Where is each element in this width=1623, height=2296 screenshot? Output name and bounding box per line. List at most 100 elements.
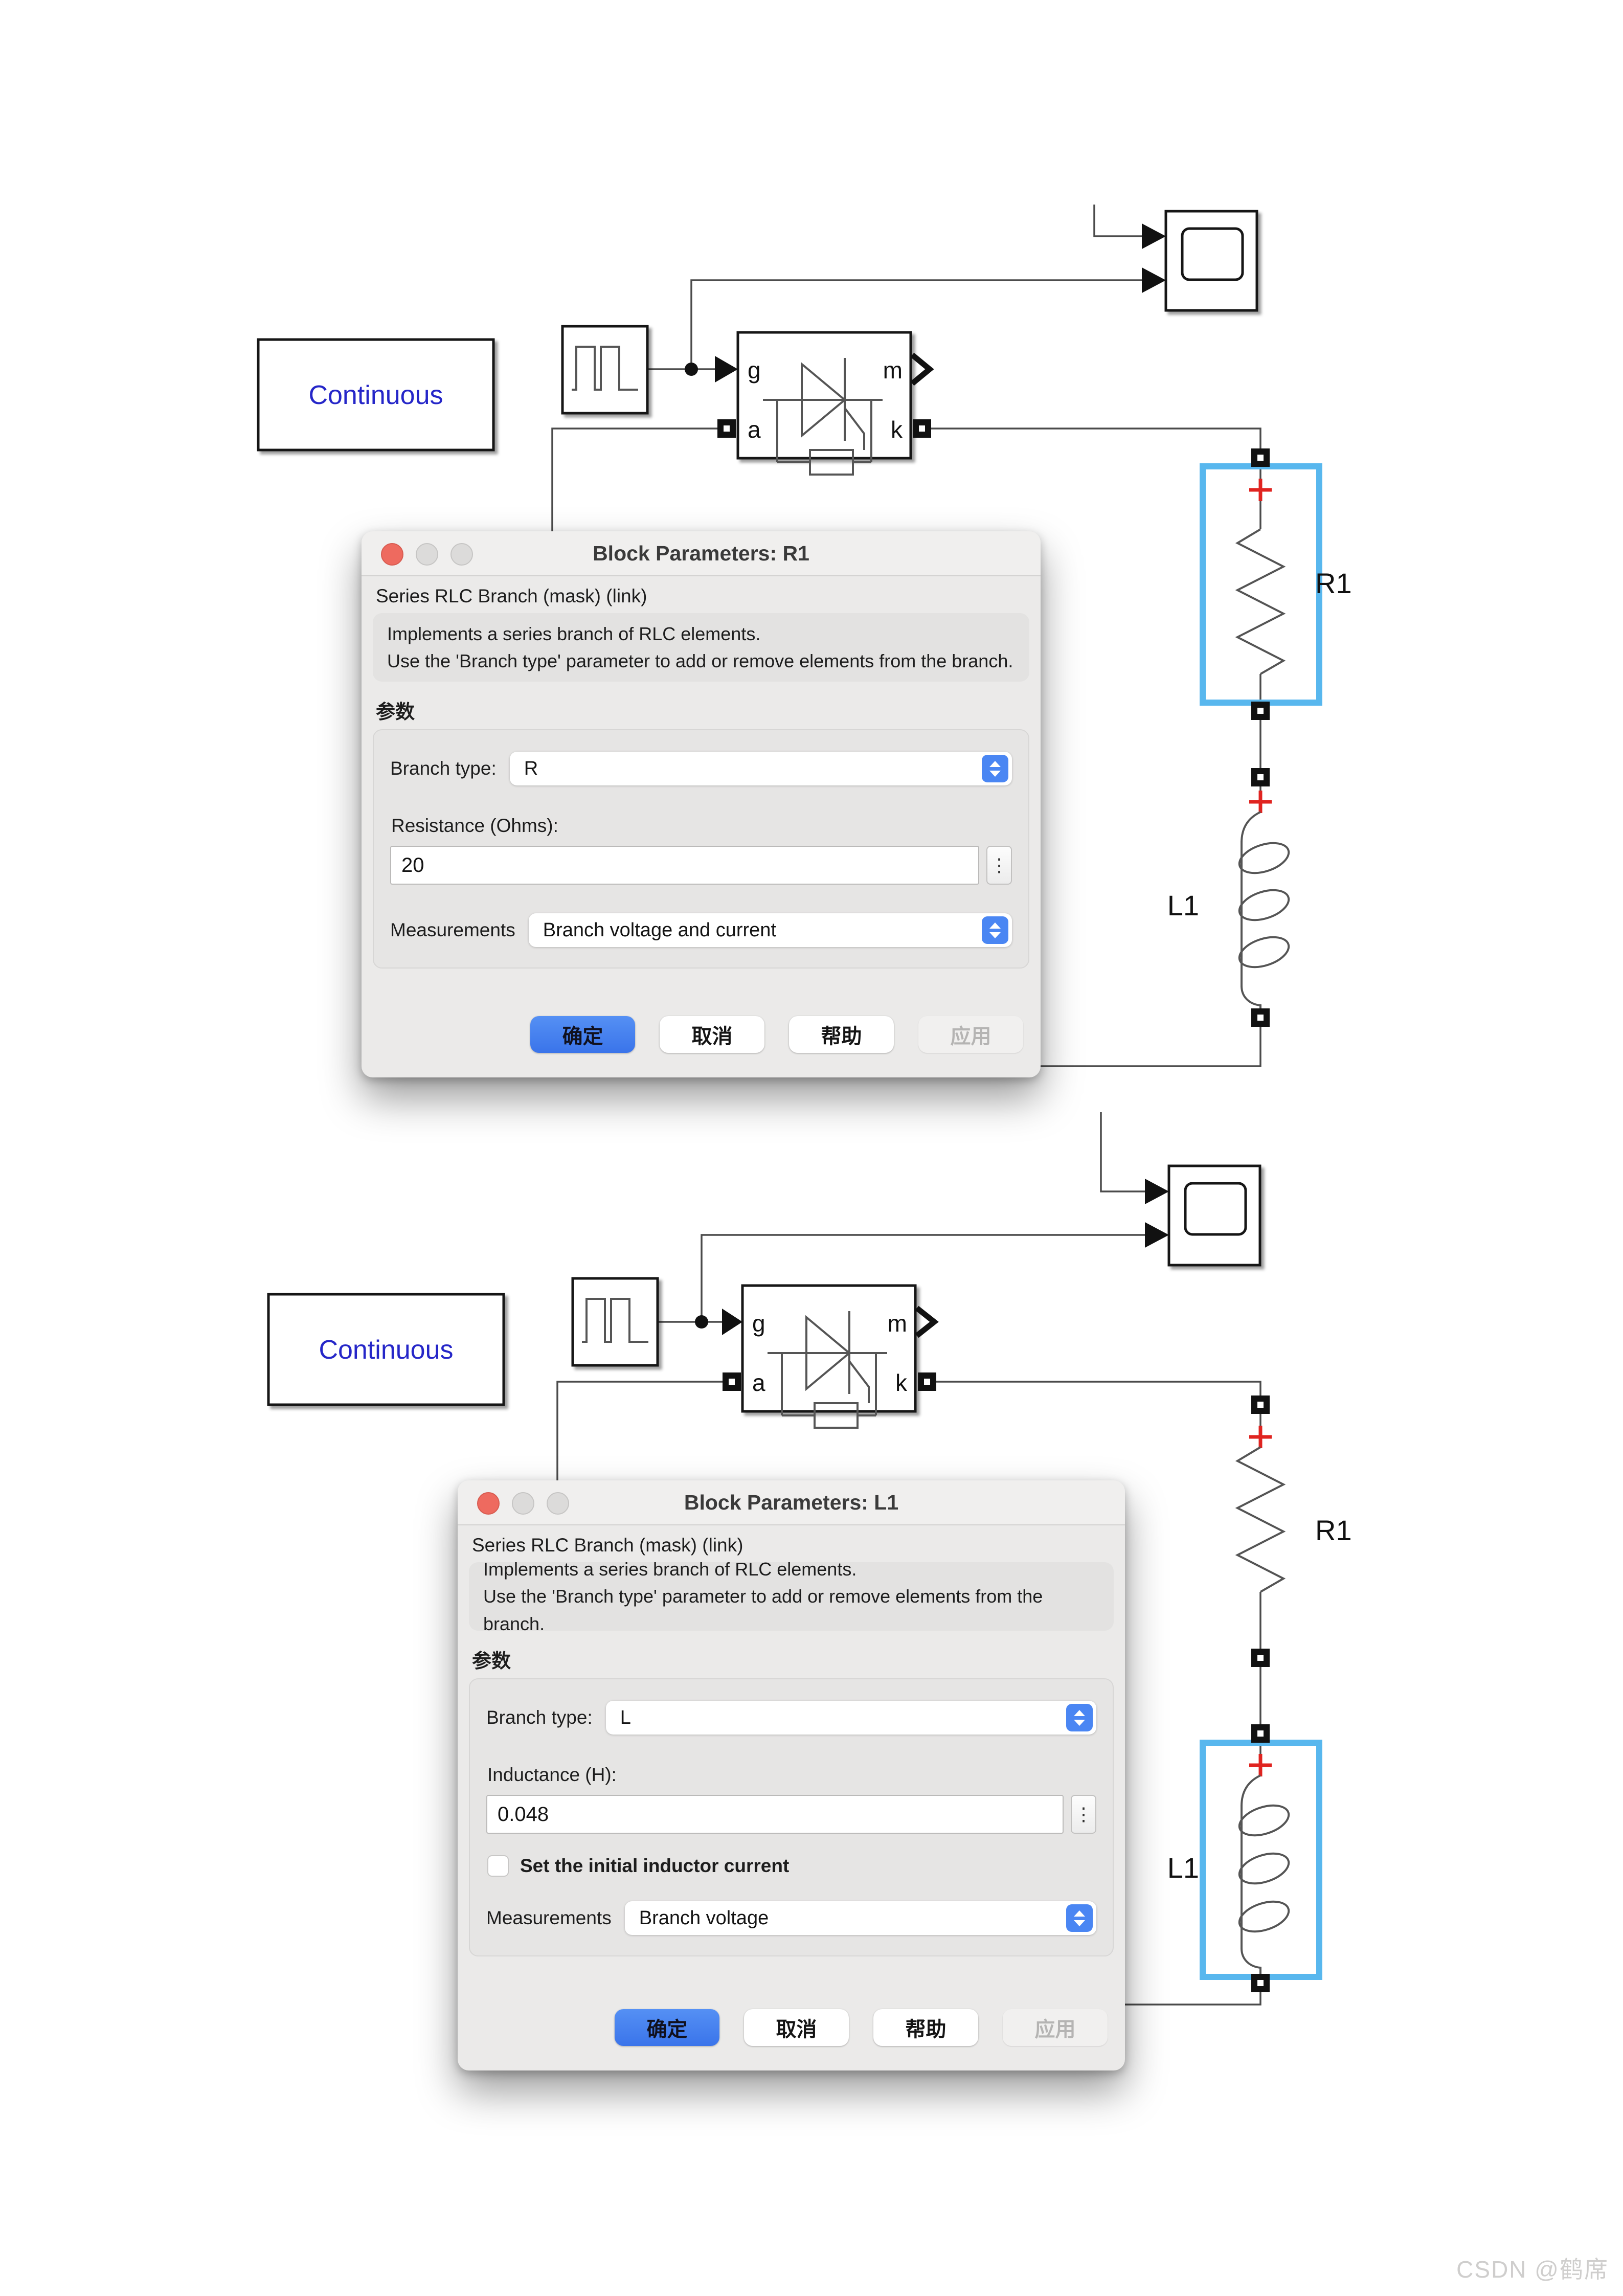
thyristor-block[interactable] [736, 331, 912, 460]
description-line: Implements a series branch of RLC elemen… [483, 1559, 857, 1580]
parameters-section-header: 参数 [376, 702, 415, 723]
pulse-wave-icon [582, 1298, 648, 1343]
measurements-value: Branch voltage and current [543, 919, 776, 941]
r1-label: R1 [1315, 1514, 1352, 1546]
description-line: Implements a series branch of RLC elemen… [387, 623, 761, 644]
dialog-titlebar[interactable]: Block Parameters: R1 [362, 531, 1041, 576]
powergui-label: Continuous [319, 1335, 453, 1365]
l1-port-bottom[interactable] [1251, 1008, 1270, 1027]
port-label-m: m [888, 1310, 907, 1337]
select-stepper-icon[interactable] [982, 916, 1008, 944]
ok-button[interactable]: 确定 [615, 2009, 719, 2046]
minimize-button[interactable] [512, 1492, 534, 1515]
branch-type-select[interactable]: R [509, 752, 1012, 785]
pulse-generator-block[interactable] [561, 325, 649, 415]
branch-type-select[interactable]: L [605, 1701, 1096, 1735]
r1-label: R1 [1315, 567, 1352, 599]
inductance-input[interactable]: 0.048 [486, 1795, 1064, 1834]
block-description: Implements a series branch of RLC elemen… [469, 1559, 1114, 1634]
branch-type-label: Branch type: [390, 758, 497, 779]
block-parameters-r1-dialog: Block Parameters: R1 Series RLC Branch (… [362, 531, 1041, 1077]
cathode-port[interactable] [918, 1372, 936, 1391]
resistance-input[interactable]: 20 [390, 846, 979, 885]
measurements-select[interactable]: Branch voltage and current [528, 913, 1012, 947]
port-label-a: a [752, 1369, 765, 1396]
scope-input1-arrow [1142, 223, 1166, 249]
zoom-button[interactable] [547, 1492, 569, 1515]
port-label-g: g [748, 357, 761, 384]
r1-port-bottom[interactable] [1251, 1649, 1270, 1667]
initial-current-checkbox[interactable] [487, 1855, 509, 1877]
wire-dangling-to-scope-in1 [1100, 1112, 1145, 1192]
cathode-port[interactable] [913, 419, 931, 438]
diagram-bottom: Continuous g a m k [267, 1112, 1352, 2006]
l1-port-bottom[interactable] [1251, 1974, 1270, 1992]
scope-input1-arrow [1145, 1179, 1169, 1204]
branch-type-label: Branch type: [486, 1707, 593, 1728]
pulse-wave-icon [572, 346, 638, 391]
scope-screen-icon [1181, 227, 1244, 281]
cancel-button[interactable]: 取消 [744, 2009, 849, 2046]
description-line: Use the 'Branch type' parameter to add o… [387, 650, 1013, 671]
resistor-zigzag-icon[interactable] [1235, 528, 1286, 675]
scope-input2-arrow [1145, 1222, 1169, 1248]
dialog-titlebar[interactable]: Block Parameters: L1 [458, 1480, 1125, 1525]
select-stepper-icon[interactable] [1066, 1704, 1093, 1731]
thyristor-block[interactable] [741, 1284, 917, 1413]
anode-port[interactable] [723, 1372, 741, 1391]
gate-input-arrow [722, 1309, 742, 1335]
r1-port-bottom[interactable] [1251, 702, 1270, 720]
l1-port-top[interactable] [1251, 768, 1270, 786]
edit-expression-button[interactable]: ⋮ [1071, 1795, 1096, 1834]
polarity-plus-icon [1249, 479, 1272, 501]
resistance-value: 20 [401, 853, 424, 876]
measurements-select[interactable]: Branch voltage [624, 1901, 1096, 1935]
port-label-k: k [891, 416, 903, 443]
apply-button[interactable]: 应用 [918, 1016, 1023, 1053]
ok-button[interactable]: 确定 [530, 1016, 635, 1053]
close-button[interactable] [381, 543, 403, 566]
resistance-label: Resistance (Ohms): [391, 815, 558, 836]
edit-expression-button[interactable]: ⋮ [986, 846, 1012, 885]
csdn-watermark: CSDN @鹤席 [1456, 2256, 1609, 2283]
port-label-g: g [752, 1310, 765, 1337]
wire-dangling-to-scope-in1 [1093, 205, 1142, 237]
cancel-button[interactable]: 取消 [660, 1016, 764, 1053]
port-label-m: m [883, 357, 903, 384]
port-label-a: a [748, 416, 761, 443]
r1-port-top[interactable] [1251, 1395, 1270, 1414]
close-button[interactable] [477, 1492, 500, 1515]
apply-button[interactable]: 应用 [1003, 2009, 1108, 2046]
inductor-coil-icon[interactable] [1235, 811, 1292, 1008]
wire-junction-to-scope-in2 [701, 1234, 1145, 1322]
pulse-generator-block[interactable] [571, 1277, 659, 1367]
help-button[interactable]: 帮助 [873, 2009, 978, 2046]
gate-input-arrow [715, 356, 738, 382]
polarity-plus-icon [1249, 1426, 1272, 1448]
dialog-title: Block Parameters: R1 [593, 542, 809, 565]
inductor-coil-icon[interactable] [1235, 1774, 1292, 1974]
wire-k-to-r1 [936, 1381, 1261, 1395]
l1-label: L1 [1167, 1852, 1199, 1884]
parameters-section-header: 参数 [472, 1651, 511, 1672]
zoom-button[interactable] [450, 543, 473, 566]
powergui-block[interactable] [257, 338, 495, 452]
l1-selection-box [1200, 1740, 1322, 1980]
dialog-title: Block Parameters: L1 [684, 1491, 899, 1514]
mask-type-label: Series RLC Branch (mask) (link) [376, 586, 647, 606]
powergui-block[interactable] [267, 1293, 505, 1406]
resistor-zigzag-icon[interactable] [1235, 1446, 1286, 1593]
select-stepper-icon[interactable] [1066, 1904, 1093, 1932]
block-parameters-l1-dialog: Block Parameters: L1 Series RLC Branch (… [458, 1480, 1125, 2070]
l1-port-top[interactable] [1251, 1724, 1270, 1743]
minimize-button[interactable] [416, 543, 438, 566]
branch-type-value: R [524, 757, 538, 779]
anode-port[interactable] [717, 419, 736, 438]
powergui-label: Continuous [308, 380, 443, 410]
help-button[interactable]: 帮助 [789, 1016, 894, 1053]
r1-port-top[interactable] [1251, 448, 1270, 467]
select-stepper-icon[interactable] [982, 755, 1008, 782]
branch-type-value: L [620, 1706, 631, 1728]
measurements-label: Measurements [486, 1907, 612, 1928]
